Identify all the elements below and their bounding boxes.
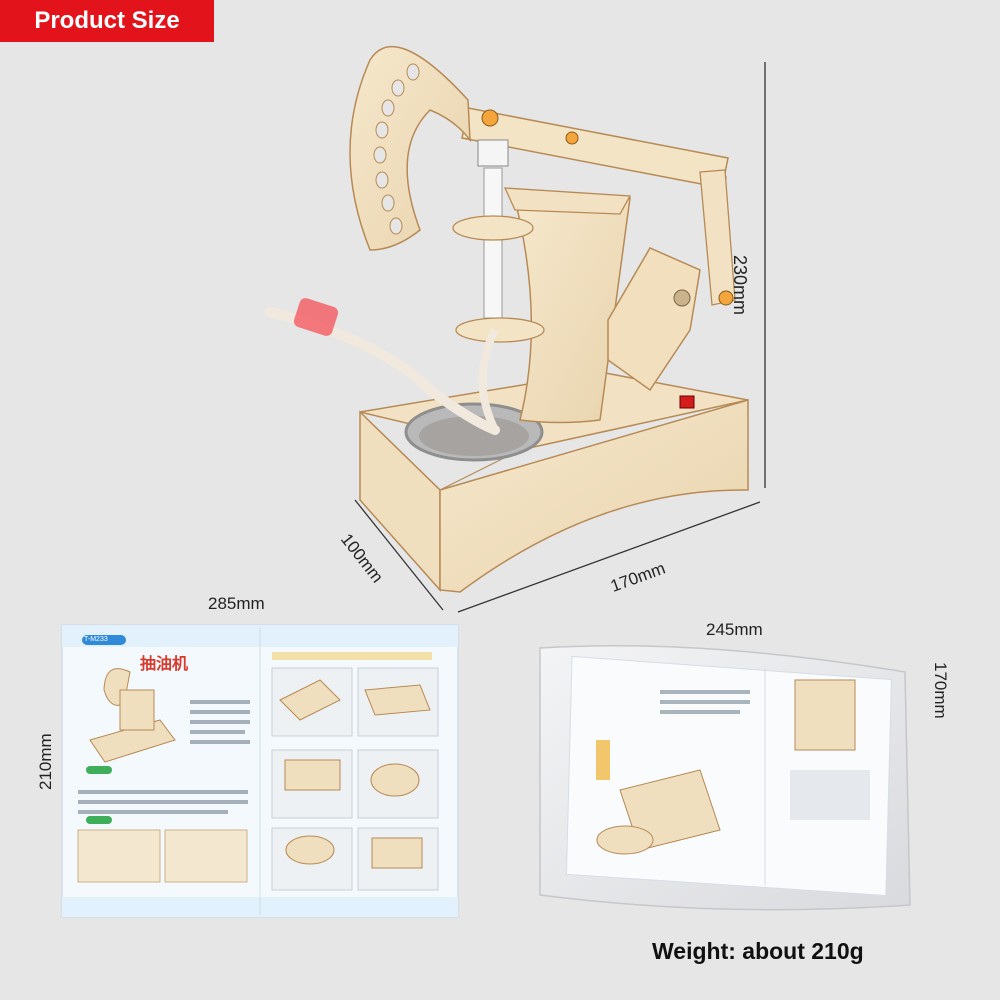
syringe (483, 167, 503, 319)
package-height-label: 170mm (931, 662, 950, 719)
manual-title: 抽油机 (140, 654, 189, 673)
instruction-manual (61, 624, 459, 918)
package-width-label: 245mm (706, 620, 763, 639)
manual-height-label: 210mm (36, 733, 55, 790)
height-dimension-label: 230mm (730, 255, 750, 316)
gear-box (607, 247, 701, 392)
power-switch (679, 395, 695, 409)
packaged-bag (539, 645, 911, 911)
pitman-arm (699, 169, 736, 306)
depth-dimension-line (354, 499, 444, 611)
horse-head (349, 45, 471, 251)
manual-model-badge: T-M233 (84, 636, 108, 643)
red-valve (293, 298, 339, 336)
pump-jack-model (265, 45, 749, 593)
base-front (439, 398, 749, 593)
width-dimension-line (457, 501, 761, 613)
product-size-badge: Product Size (0, 0, 214, 42)
weight-label: Weight: about 210g (652, 938, 864, 964)
manual-width-label: 285mm (208, 594, 265, 613)
